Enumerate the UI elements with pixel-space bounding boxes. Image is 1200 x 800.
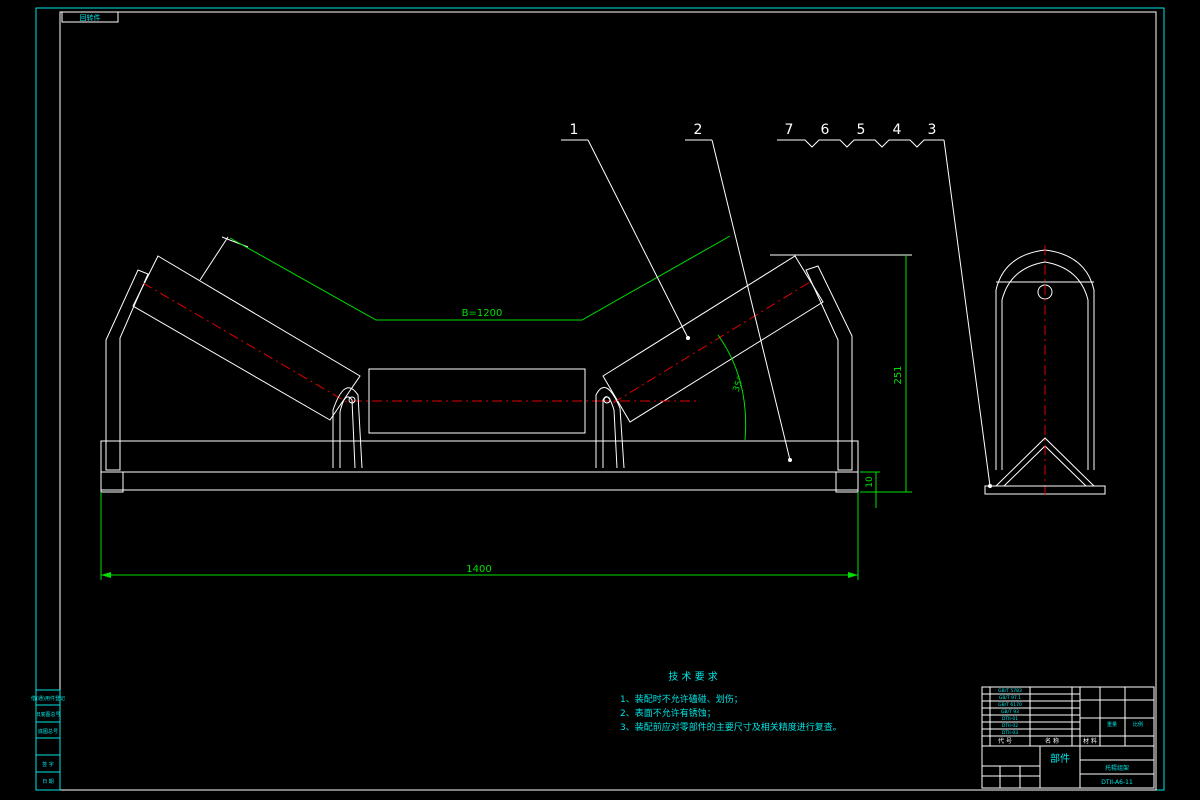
part-kind: 部件	[1050, 752, 1070, 765]
dim-length: 1400	[466, 564, 491, 575]
dimensions: B=1200 1400 251 10 35°	[100, 235, 912, 580]
title-block: GB/T 5783 GB/T 97.1 GB/T 6170 GB/T 93 DT…	[981, 686, 1155, 789]
bom-row-4: DTII-01	[1002, 716, 1018, 722]
tech-requirements-title: 技 术 要 求	[668, 670, 718, 683]
front-view-idler-set	[100, 236, 859, 493]
top-label-text: 回转件	[80, 13, 101, 22]
base-frame	[100, 440, 859, 473]
left-side-table: 借(通)用件登记 旧底图总号 底图总号 签 字 日 期	[31, 689, 65, 791]
tech-requirements: 技 术 要 求 1、装配时不允许磕碰、划伤； 2、表面不允许有锈蚀； 3、装配前…	[620, 670, 842, 733]
bom-row-5: DTII-02	[1002, 723, 1018, 729]
bom-row-2: GB/T 6170	[998, 702, 1022, 708]
left-table-row-2: 底图总号	[38, 728, 58, 735]
left-bracket	[105, 269, 149, 471]
right-roller	[602, 255, 824, 423]
part-number-4: 4	[893, 122, 902, 138]
bom-row-0: GB/T 5783	[998, 688, 1022, 694]
bom-row-6: DTII-03	[1002, 730, 1018, 736]
left-table-row-0: 借(通)用件登记	[31, 695, 65, 702]
drawing-name: 托辊组架	[1105, 764, 1129, 772]
base-foot-right	[835, 471, 859, 493]
middle-support-left	[332, 387, 363, 469]
sheet-inner-frame	[59, 11, 1157, 791]
left-table-row-4: 日 期	[42, 779, 54, 785]
bom-row-3: GB/T 93	[1001, 709, 1019, 715]
part-number-2: 2	[694, 122, 703, 138]
dim-height: 251	[893, 365, 904, 384]
left-table-row-3: 签 字	[42, 761, 54, 768]
base-foot-left	[100, 471, 124, 493]
center-roller	[368, 368, 586, 434]
weight-label: 重量	[1107, 721, 1117, 728]
drawing-code: DTII-A6-11	[1101, 779, 1133, 786]
dim-angle: 35°	[732, 375, 747, 393]
left-roller	[132, 255, 361, 421]
leaders: 1 2 7 6 5 4 3	[561, 122, 992, 488]
bom-row-1: GB/T 97.1	[999, 695, 1021, 701]
tech-requirement-2: 2、表面不允许有锈蚀；	[620, 707, 716, 719]
part-number-7: 7	[785, 122, 794, 138]
part-number-3: 3	[928, 122, 937, 138]
dim-base-thickness: 10	[865, 476, 875, 488]
part-number-5: 5	[857, 122, 866, 138]
part-number-1: 1	[570, 122, 579, 138]
side-view	[984, 245, 1106, 498]
right-bracket	[805, 265, 853, 471]
top-label-box: 回转件	[61, 11, 119, 23]
scale-label: 比例	[1133, 721, 1143, 728]
col-code: 代 号	[998, 737, 1012, 745]
left-table-row-1: 旧底图总号	[35, 711, 60, 718]
tech-requirement-3: 3、装配前应对零部件的主要尺寸及相关精度进行复查。	[620, 721, 842, 733]
dim-belt-width: B=1200	[462, 308, 503, 319]
part-number-6: 6	[821, 122, 830, 138]
col-name: 名 称	[1045, 737, 1059, 745]
tech-requirement-1: 1、装配时不允许磕碰、划伤；	[620, 693, 743, 705]
col-material: 材 料	[1083, 737, 1097, 745]
sheet-outer-border	[35, 7, 1165, 791]
